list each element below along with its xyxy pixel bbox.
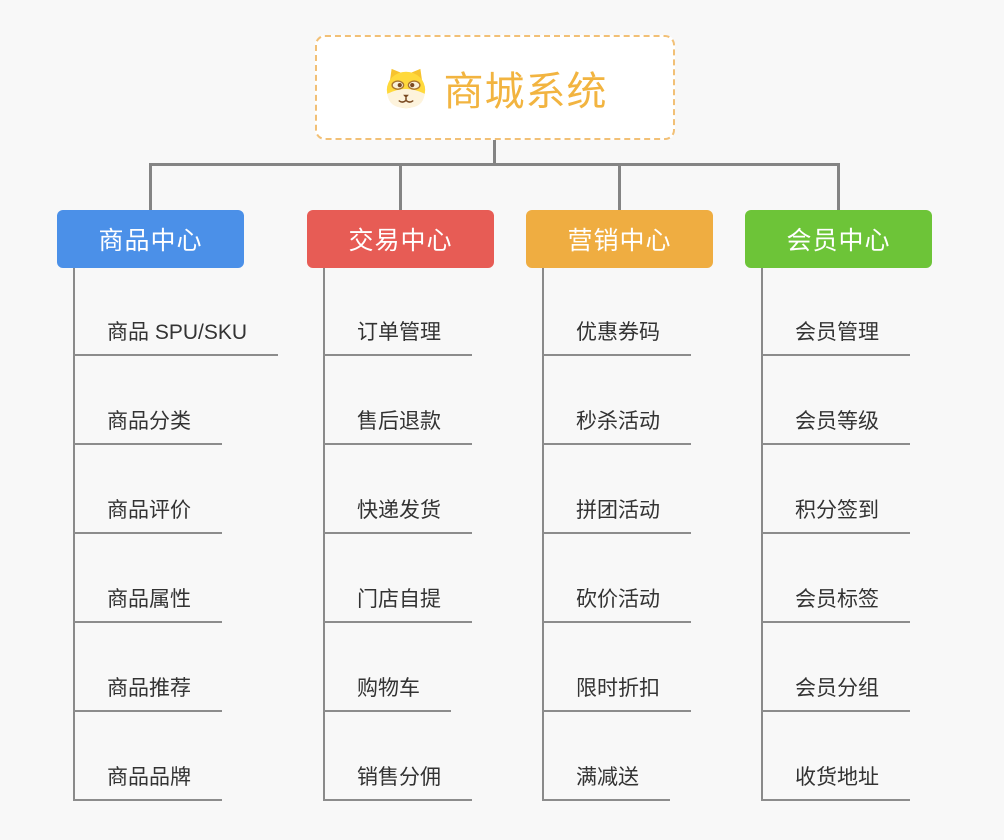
subtopic-item[interactable]: 积分签到: [761, 494, 910, 534]
subtopic-item[interactable]: 商品推荐: [73, 672, 222, 712]
column-line: [73, 268, 75, 800]
subtopic-item[interactable]: 会员管理: [761, 316, 910, 356]
subtopic-item[interactable]: 门店自提: [323, 583, 472, 623]
branch-box-1[interactable]: 商品中心: [57, 210, 244, 268]
root-topic-title: 商城系统: [443, 69, 608, 114]
root-topic[interactable]: 商城系统: [315, 35, 675, 140]
subtopic-item[interactable]: 砍价活动: [542, 583, 691, 623]
subtopic-item[interactable]: 销售分佣: [323, 761, 472, 801]
column-line: [761, 268, 763, 800]
branch-column-2: 订单管理售后退款快递发货门店自提购物车销售分佣: [323, 268, 553, 801]
subtopic-item[interactable]: 会员分组: [761, 672, 910, 712]
subtopic-item[interactable]: 售后退款: [323, 405, 472, 445]
subtopic-item[interactable]: 快递发货: [323, 494, 472, 534]
connector-drop-3: [618, 163, 621, 211]
subtopic-item[interactable]: 收货地址: [761, 761, 910, 801]
branch-label: 交易中心: [348, 227, 453, 255]
subtopic-item[interactable]: 满减送: [542, 761, 670, 801]
branch-column-4: 会员管理会员等级积分签到会员标签会员分组收货地址: [761, 268, 991, 801]
subtopic-item[interactable]: 会员标签: [761, 583, 910, 623]
subtopic-item[interactable]: 商品评价: [73, 494, 222, 534]
branch-column-1: 商品 SPU/SKU 商品分类商品评价商品属性商品推荐商品品牌: [73, 268, 303, 801]
subtopic-item[interactable]: 商品 SPU/SKU: [73, 316, 279, 356]
dog-icon: [383, 65, 429, 111]
connector-bus: [150, 163, 839, 166]
branch-column-3: 优惠券码秒杀活动拼团活动砍价活动限时折扣满减送: [542, 268, 772, 801]
column-line: [323, 268, 325, 800]
branch-box-3[interactable]: 营销中心: [526, 210, 713, 268]
subtopic-item[interactable]: 优惠券码: [542, 316, 691, 356]
subtopic-item[interactable]: 秒杀活动: [542, 405, 691, 445]
subtopic-item[interactable]: 购物车: [323, 672, 451, 712]
subtopic-item[interactable]: 限时折扣: [542, 672, 691, 712]
connector-drop-1: [149, 163, 152, 211]
subtopic-item[interactable]: 订单管理: [323, 316, 472, 356]
branch-label: 会员中心: [786, 227, 891, 255]
subtopic-item[interactable]: 商品品牌: [73, 761, 222, 801]
subtopic-item[interactable]: 商品分类: [73, 405, 222, 445]
subtopic-item[interactable]: 拼团活动: [542, 494, 691, 534]
branch-label: 商品中心: [98, 227, 203, 255]
column-line: [542, 268, 544, 800]
branch-box-4[interactable]: 会员中心: [745, 210, 932, 268]
connector-drop-4: [837, 163, 840, 211]
subtopic-item[interactable]: 会员等级: [761, 405, 910, 445]
branch-label: 营销中心: [567, 227, 672, 255]
connector-drop-2: [399, 163, 402, 211]
branch-box-2[interactable]: 交易中心: [307, 210, 494, 268]
connector-root-stem: [493, 140, 496, 165]
subtopic-item[interactable]: 商品属性: [73, 583, 222, 623]
